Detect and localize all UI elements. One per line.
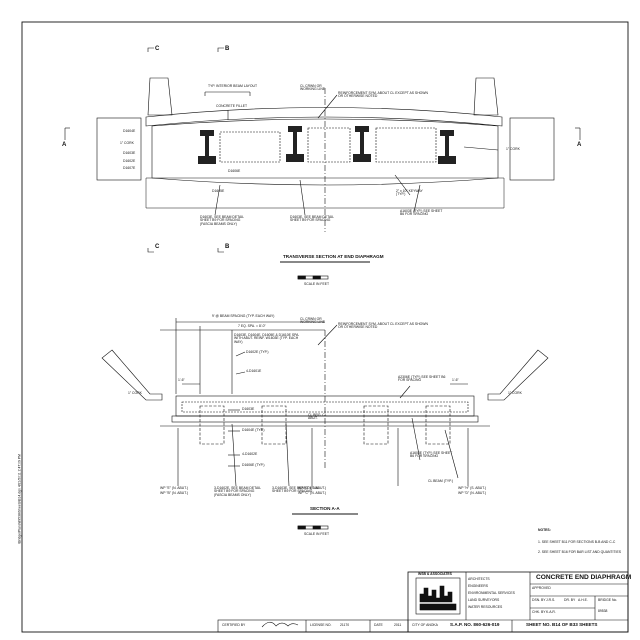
reinf-sym-aa-label: REINFORCEMENT SYM. ABOUT CL EXCEPT AS SH… [338,322,428,330]
wp-c-label: WP "C" (N. ABUT.) [298,491,327,495]
date-year: 2011 [394,623,402,627]
transverse-section-title: TRANSVERSE SECTION AT END DIAPHRAGM [283,254,384,259]
bars-list-label: D1603E, D1604E, D1605E & D1610E SPA. WIT… [234,333,300,344]
dim-left: 1'-6" [178,378,185,382]
cut-mark-b-top: B [225,46,230,52]
wp-h-label: WP "H" (S. ABUT.) [458,486,486,490]
transverse-scale-label: SCALE IN FEET [304,282,330,286]
section-aa-title: SECTION A-A [310,506,340,511]
service-4: LAND SURVEYORS [468,598,500,602]
date-label: DATE [374,623,383,627]
service-2: ENGINEERS [468,584,488,588]
file-path-text: \Bridge\Plans\89538\Sheets\B14.dgn 4/21/… [17,454,22,544]
wp-e-label: WP "E" (N. ABUT.) [160,486,188,490]
bottom-mid-note: 3-D1603E, SEE BEAM DETAIL SHEET B9 FOR S… [272,486,319,494]
typ-interior-label: TYP. INTERIOR BEAM LAYOUT [208,84,258,88]
cut-mark-a-right: A [577,142,582,148]
license-number: 21170 [340,623,350,627]
bottom-left-note: 3-D1602E, SEE BEAM DETAIL SHEET B9 FOR S… [214,486,261,497]
bridge-number: 89538 [598,609,608,613]
sheet-number: SHEET NO. B14 OF B33 SHEETS [526,622,598,627]
d1601e-label-1: 4-D1601E [246,369,262,373]
service-5: WATER RESOURCES [468,605,503,609]
cut-mark-c-bottom: C [155,244,160,250]
spa-dim: 7 EQ. SPA. = 8'-0" [238,324,266,328]
d1606e-aa-label: D1606E (TYP.) [242,463,265,467]
service-1: ARCHITECTS [468,577,490,581]
a1603e-aa-label: A1603E (TYP.) SEE SHEET B6 FOR SPACING [410,451,453,459]
dr-by-label: DR. BY [564,598,576,602]
chk-by-label: CHK. BY [532,610,546,614]
bar-label-5: D1605E [212,189,225,193]
wp-d-label: WP "D" (N. ABUT.) [458,491,487,495]
d1604e-aa-label: D1604E (TYP.) [242,428,265,432]
section-aa-scale: SCALE IN FEET [304,532,330,536]
notes-title: NOTES: [538,528,551,532]
cork-left-aa-label: 1" CORK [128,391,142,395]
d1603e-left-label: D1603E, SEE BEAM DETAIL SHEET B9 FOR SPA… [200,215,244,226]
cl-brg-label: CL BRG. CL ABUT. [308,413,327,421]
cut-mark-b-bottom: B [225,244,230,250]
bar-label-1: D1604E [123,129,136,133]
cl-beam-label: CL BEAM (TYP.) [428,479,454,483]
a1603e-label: A1603E (TYP.) SEE SHEET B6 FOR SPACING [400,209,443,217]
d1601e-label-2: 4-D1602E [242,452,258,456]
approved-label: APPROVED [532,586,551,590]
certified-label: CERTIFIED BY [222,623,246,627]
firm-name: WSB & ASSOCIATES [418,572,452,576]
a2306e-label: A2306E (TYP.) SEE SHEET B6 FOR SPACING [398,375,446,383]
license-label: LICENSE NO. [310,623,332,627]
note-2: 2. SEE SHEET B16 FOR BAR LIST AND QUANTI… [538,550,621,554]
dsn-by-value: J.R.S. [546,598,556,602]
service-3: ENVIRONMENTAL SERVICES [468,591,515,595]
reinf-sym-label: REINFORCEMENT SYM. ABOUT CL EXCEPT AS SH… [338,91,428,99]
d1602e-typ-label: D1602E (TYP.) [246,350,269,354]
cut-mark-a-left: A [62,142,67,148]
chk-by-value: K.A.R. [546,610,556,614]
wp-g-label: WP "G" (S. ABUT.) [298,486,327,490]
bar-label-4: D1607E [123,166,136,170]
d1603e-aa-label: D1603E [242,407,255,411]
dr-by-value: A.H.E. [578,598,588,602]
cut-mark-c-top: C [155,46,160,52]
bar-label-6: D1606E [228,169,241,173]
wp-b-label: WP "B" (N. ABUT.) [160,491,188,495]
dsn-by-label: DSN. BY [532,598,546,602]
dim-right: 1'-6" [452,378,459,382]
cork-right-aa-label: 1" CORK [508,391,522,395]
bar-label-3: D1602E [123,159,136,163]
beam-spacing-dim: 9' @ BEAM SPACING (TYP. EACH WAY) [212,314,275,318]
concrete-fillet-label: CONCRETE FILLET [216,104,248,108]
bridge-label: BRIDGE No. [598,598,618,602]
county-label: CITY OF ANOKA [412,623,438,627]
cork-right-label: 1" CORK [506,147,520,151]
sap-number: S.A.P. NO. 860-626-019 [450,622,500,627]
keyway-label: 2" x 10" KEYWAY (TYP.) [396,189,423,197]
drawing-title: CONCRETE END DIAPHRAGM [536,574,632,581]
bar-label-2: D1603E [123,151,136,155]
cl-crwn-label: CL CRWN OR WORKING LINE [300,84,326,92]
cl-crwn-aa-label: CL CRWN OR WORKING LINE [300,317,326,325]
d1603e-mid-label: D1603E, SEE BEAM DETAIL SHEET B9 FOR SPA… [290,215,334,223]
note-1: 1. SEE SHEET B11 FOR SECTIONS B-B AND C-… [538,540,616,544]
cork-left-label: 1" CORK [120,141,134,145]
